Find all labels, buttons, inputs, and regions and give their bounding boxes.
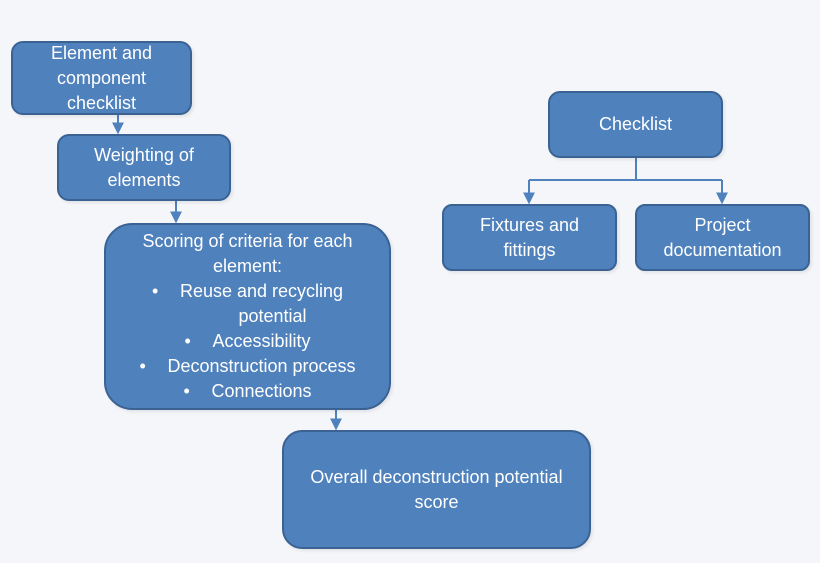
criteria-text: Accessibility: [212, 331, 311, 351]
node-label-line: elements: [107, 169, 181, 190]
criteria-text: Reuse and recycling: [179, 281, 344, 301]
node-label-line: component: [56, 67, 147, 88]
criteria-list: • Reuse and recycling potential • Accessib…: [139, 279, 355, 404]
bullet-glyph: •: [139, 356, 146, 376]
node-element-component-checklist: Element and component checklist: [11, 41, 192, 115]
node-scoring-of-criteria: Scoring of criteria for each element: • R…: [104, 223, 391, 410]
node-weighting-of-elements: Weighting of elements: [57, 134, 231, 201]
criteria-text: Deconstruction process: [167, 356, 356, 376]
node-label-line: Project: [694, 214, 751, 235]
node-label-line: Overall deconstruction potential: [310, 466, 563, 487]
node-label-line: Scoring of criteria for each: [142, 231, 353, 251]
node-fixtures-and-fittings: Fixtures and fittings: [442, 204, 617, 271]
criteria-item-continuation: potential: [139, 304, 355, 329]
node-project-documentation: Project documentation: [635, 204, 810, 271]
bullet-glyph: •: [151, 281, 159, 301]
criteria-item: • Connections: [139, 379, 355, 404]
node-label-line: documentation: [663, 239, 782, 260]
node-label-line: Checklist: [598, 114, 673, 134]
node-checklist: Checklist: [548, 91, 723, 158]
node-label-line: Element and: [50, 42, 153, 63]
bullet-glyph: •: [183, 381, 190, 401]
criteria-item: • Deconstruction process: [139, 354, 355, 379]
node-label-line: Weighting of: [94, 144, 194, 165]
bullet-glyph: •: [184, 331, 191, 351]
node-label-line: element:: [212, 256, 283, 276]
node-label-line: score: [414, 491, 459, 512]
criteria-text: potential: [238, 306, 307, 326]
edge-checklist-trunk: [529, 157, 722, 181]
node-label-line: Fixtures and: [479, 214, 580, 235]
criteria-item: • Accessibility: [139, 329, 355, 354]
node-label-line: checklist: [66, 92, 137, 113]
criteria-text: Connections: [211, 381, 312, 401]
node-label-line: fittings: [503, 239, 556, 260]
node-overall-deconstruction-score: Overall deconstruction potential score: [282, 430, 591, 549]
criteria-item: • Reuse and recycling: [139, 279, 355, 304]
